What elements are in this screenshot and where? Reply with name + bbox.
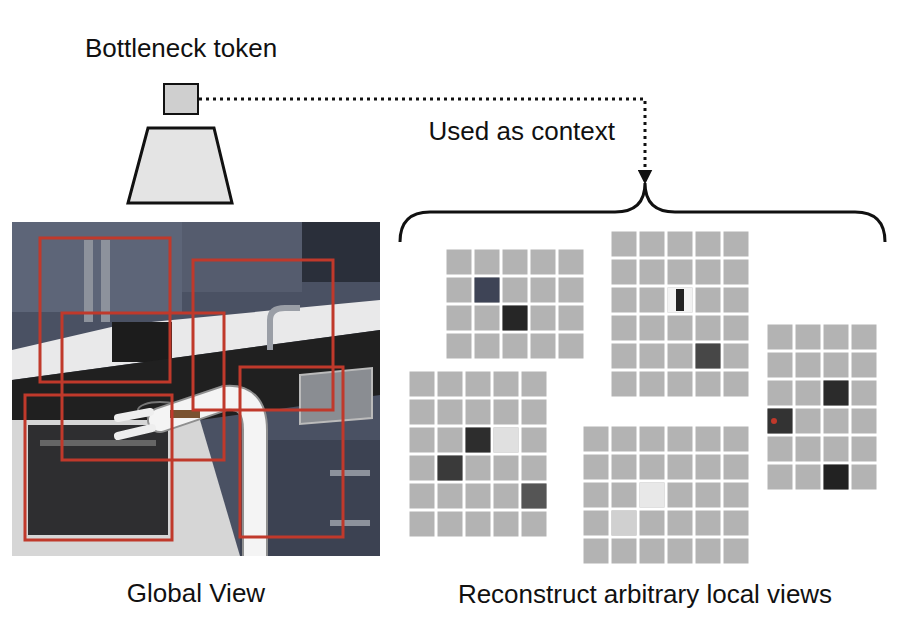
visible-patch [612,511,637,536]
grid-cells [408,370,548,538]
scene-background [12,222,380,556]
encoder-trapezoid [128,128,232,203]
cabinet [182,222,302,292]
grid-cells [582,425,750,565]
dotted-arrow [199,99,645,183]
masked-grid [610,230,750,398]
drawer-handle [330,470,370,476]
visible-patch [522,484,547,509]
visible-patch-detail [771,418,777,424]
kitchen-scene [12,222,380,556]
caption-text: Bottleneck token [85,33,277,63]
visible-patch [824,381,849,406]
crop-box [62,313,224,460]
visible-patch-detail [676,289,684,311]
visible-patch [475,278,500,303]
faucet [270,308,300,350]
visible-patch [668,288,693,313]
grid-cells [766,323,878,491]
sky-window [302,222,380,282]
robot-gripper [118,412,152,436]
handle [84,240,93,322]
edge-label: Used as context [429,116,615,146]
drawer-handle [330,520,370,526]
sink [300,368,372,424]
cabinet [12,222,182,312]
visible-patch [438,456,463,481]
crop-box [193,260,333,410]
crop-boxes [25,238,343,540]
caption-text: Global View [127,578,265,608]
oven [28,425,168,535]
handle [101,240,110,322]
oven-handle [40,440,156,446]
visible-patch [466,428,491,453]
knob-panel [112,322,172,362]
masked-grid [766,323,878,491]
crop-box [40,238,170,382]
masked-grid [582,425,750,565]
visible-patch [494,428,519,453]
masked-grid [445,248,585,360]
crop-box [25,395,172,540]
global-view: Global View [12,222,380,556]
local-views-group: Reconstruct arbitrary local views [400,183,890,565]
grid-cells [610,230,750,398]
visible-patch [696,344,721,369]
visible-patch [640,483,665,508]
visible-patch [824,465,849,490]
bottleneck-token: Bottleneck token [163,83,199,115]
masked-grid [408,370,548,538]
crop-box [240,367,343,537]
floor [12,420,240,556]
visible-patch [503,306,528,331]
visible-patch [768,409,793,434]
grid-cells [445,248,585,360]
caption-text: Reconstruct arbitrary local views [458,579,832,609]
